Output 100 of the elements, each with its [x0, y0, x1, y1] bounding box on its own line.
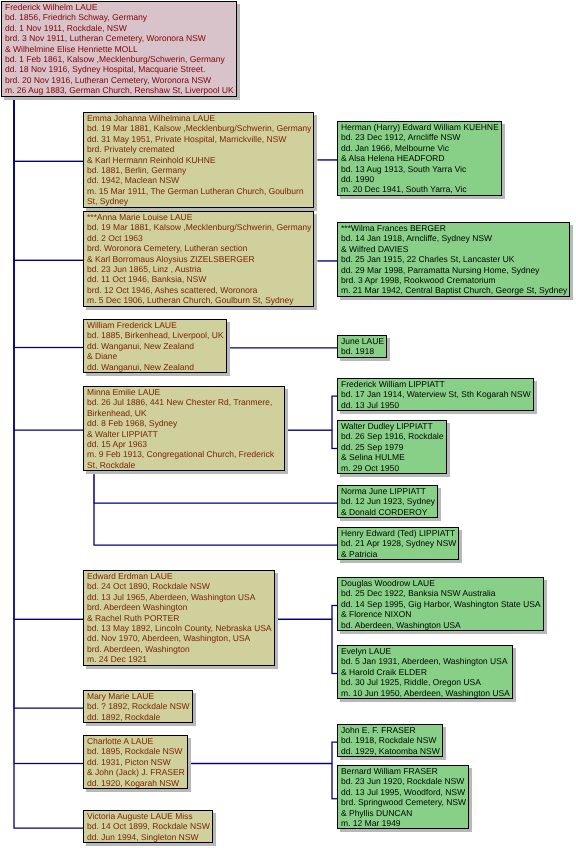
record-text: dd. Jun 1994, Singleton NSW	[87, 832, 200, 842]
person-box	[83, 690, 196, 726]
record-text: dd. Wanganui, New Zealand	[87, 340, 195, 352]
person-box	[83, 735, 191, 792]
person-box	[83, 319, 230, 376]
record-text: brd. Springwood Cemetery, NSW	[341, 797, 466, 808]
record-text: dd. 1892, Rockdale	[87, 712, 162, 722]
person-name: June LAUE	[341, 336, 384, 346]
record-text: & Phyllis DUNCAN	[341, 808, 414, 818]
person-name: Minna Emilie LAUE	[87, 387, 162, 398]
person-name: Douglas Woodrow LAUE	[341, 578, 436, 588]
person-name: Walter Dudley LIPPIATT	[341, 421, 434, 432]
record-text: & John (Jack) J. FRASER	[87, 767, 185, 778]
record-text: & Karl Hermann Reinhold KUHNE	[87, 154, 216, 166]
connector-line	[288, 429, 337, 450]
record-text: bd. 5 Jan 1931, Aberdeen, Washington USA	[341, 656, 508, 667]
record-text: m. 21 Mar 1942, Central Baptist Church, George St, Sydney	[341, 285, 568, 296]
record-text: & Rachel Ruth PORTER	[87, 612, 180, 624]
record-text: dd. Wanganui, New Zealand	[87, 362, 195, 372]
record-text: & Walter LIPPIATT	[87, 428, 159, 440]
record-text: m. 20 Dec 1941, South Yarra, Vic	[341, 184, 468, 195]
person-name: Herman (Harry) Edward William KUEHNE	[341, 122, 499, 132]
record-text: bd. 14 Jan 1918, Arncliffe, Sydney NSW	[341, 233, 494, 244]
record-text: m. 10 Jun 1950, Aberdeen, Washington USA	[341, 688, 510, 698]
record-text: & Harold Craik ELDER	[341, 666, 428, 678]
record-text: & Donald CORDEROY	[341, 506, 428, 518]
person-name: Bernard William FRASER	[341, 766, 439, 776]
record-text: bd. 1 Feb 1861, Kalsow ,Mecklenburg/Schwerin, Germany	[5, 54, 226, 64]
person-name: John E. F. FRASER	[341, 725, 417, 736]
person-name: Victoria Auguste LAUE Miss	[87, 811, 194, 822]
record-text: dd. 14 Sep 1995, Gig Harbor, Washington State USA	[341, 598, 541, 610]
record-text: m. 26 Aug 1883, German Church, Renshaw St, Liverpool UK	[5, 85, 234, 96]
record-text: dd. 8 Feb 1968, Sydney	[87, 418, 178, 429]
record-text: m. 5 Dec 1906, Lutheran Church, Goulburn St, Sydney	[87, 295, 294, 306]
person-box	[83, 112, 318, 211]
record-text: bd. 1881, Berlin, Germany	[87, 165, 188, 176]
record-text: bd. 24 Oct 1890, Rockdale NSW	[87, 581, 211, 592]
connector-line	[278, 618, 337, 674]
record-text: dd. 25 Sep 1979	[341, 442, 404, 452]
person-box	[337, 378, 537, 414]
record-text: & Alsa Helena HEADFORD	[341, 153, 446, 164]
person-name: ***Wilma Frances BERGER	[341, 223, 447, 234]
record-text: dd. 13 Jul 1965, Aberdeen, Washington USA	[87, 592, 256, 602]
record-text: & Wilfred DAVIES	[341, 244, 410, 254]
record-text: & Selina HULME	[341, 452, 406, 463]
person-box	[83, 570, 278, 669]
connector-line	[317, 159, 337, 161]
record-text: m. 12 Mar 1949	[341, 818, 402, 828]
record-text: bd. 12 Jun 1923, Sydney	[341, 496, 436, 507]
record-text: dd. 13 Jul 1995, Woodford, NSW	[341, 786, 466, 798]
person-box	[337, 485, 442, 522]
person-name: Mary Marie LAUE	[87, 691, 156, 702]
record-text: brd. Aberdeen, Washington	[87, 644, 191, 654]
record-text: dd. 1942, Maclean NSW	[87, 175, 180, 186]
record-text: m. 9 Feb 1913, Congregational Church, Frederick St, Rockdale	[87, 449, 276, 470]
record-text: dd. Nov 1970, Aberdeen, Washington, USA	[87, 633, 252, 644]
record-text: dd. Jan 1966, Melbourne Vic	[341, 142, 450, 154]
person-name: Evelyn LAUE	[341, 646, 392, 656]
person-box	[337, 527, 462, 564]
record-text: & Patricia	[341, 548, 378, 560]
person-box	[83, 386, 288, 474]
record-text: & Karl Borromaus Aloysius ZIZELSBERGER	[87, 254, 256, 264]
person-name: Norma June LIPPIATT	[341, 486, 427, 496]
record-text: dd. 1 Nov 1911, Rockdale, NSW	[5, 22, 128, 34]
record-text: bd. 1918, Rockdale NSW	[341, 735, 438, 746]
record-text: brd. 20 Nov 1916, Lutheran Cemetery, Woronora NSW	[5, 74, 212, 86]
record-text: & Wilhelmine Elise Henriette MOLL	[5, 44, 139, 54]
record-text: brd. 3 Nov 1911, Lutheran Cemetery, Woronora NSW	[5, 33, 207, 44]
person-box	[337, 222, 574, 300]
connector-line	[317, 260, 337, 262]
record-text: & Diane	[87, 351, 118, 362]
record-text: bd. 23 Jun 1865, Linz , Austria	[87, 264, 202, 274]
record-text: dd. 31 May 1951, Private Hospital, Marrickville, NSW	[87, 134, 288, 144]
person-name: Charlotte A LAUE	[87, 736, 154, 746]
person-name: Emma Johanna Wilhelmina LAUE	[87, 113, 216, 124]
record-text: brd. 12 Oct 1946, Ashes scattered, Woronora	[87, 284, 258, 296]
record-text: bd. 1856, Friedrich Schway, Germany	[5, 12, 148, 23]
record-text: m. 29 Oct 1950	[341, 462, 400, 474]
connector-line	[190, 762, 337, 800]
record-text: brd. Woronora Cemetery, Lutheran section	[87, 243, 248, 254]
record-text: bd. 26 Sep 1916, Rockdale	[341, 431, 444, 442]
record-text: bd. 1885, Birkenhead, Liverpool, UK	[87, 330, 224, 341]
record-text: bd. ? 1892, Rockdale NSW	[87, 701, 190, 712]
record-text: brd. 3 Apr 1998, Rookwood Crematorium	[341, 275, 496, 286]
record-text: bd. 1918	[341, 346, 376, 357]
record-text: dd. 15 Apr 1963	[87, 439, 148, 450]
record-text: dd. 18 Nov 1916, Sydney Hospital, Macquarie Street.	[5, 64, 206, 75]
record-text: dd. 1931, Picton NSW	[87, 756, 172, 768]
record-text: bd. 14 Oct 1899, Rockdale NSW	[87, 821, 210, 832]
record-text: bd. 25 Jan 1915, 22 Charles St, Lancaster UK	[341, 254, 516, 265]
person-box	[337, 765, 472, 832]
person-name: Frederick Wilhelm LAUE	[5, 2, 99, 12]
connector-line	[93, 474, 337, 546]
record-text: bd. 17 Jan 1914, Waterview St, Sth Kogarah NSW	[341, 389, 531, 400]
record-text: bd. 21 Apr 1928, Sydney NSW	[341, 538, 456, 549]
record-text: bd. 13 Aug 1913, South Yarra Vic	[341, 164, 468, 174]
record-text: dd. 1929, Katoomba NSW	[341, 746, 440, 756]
person-box	[337, 577, 547, 634]
record-text: dd. 2 Oct 1963	[87, 232, 144, 244]
record-text: bd. 19 Mar 1881, Kalsow ,Mecklenburg/Schwerin, Germany	[87, 123, 312, 134]
